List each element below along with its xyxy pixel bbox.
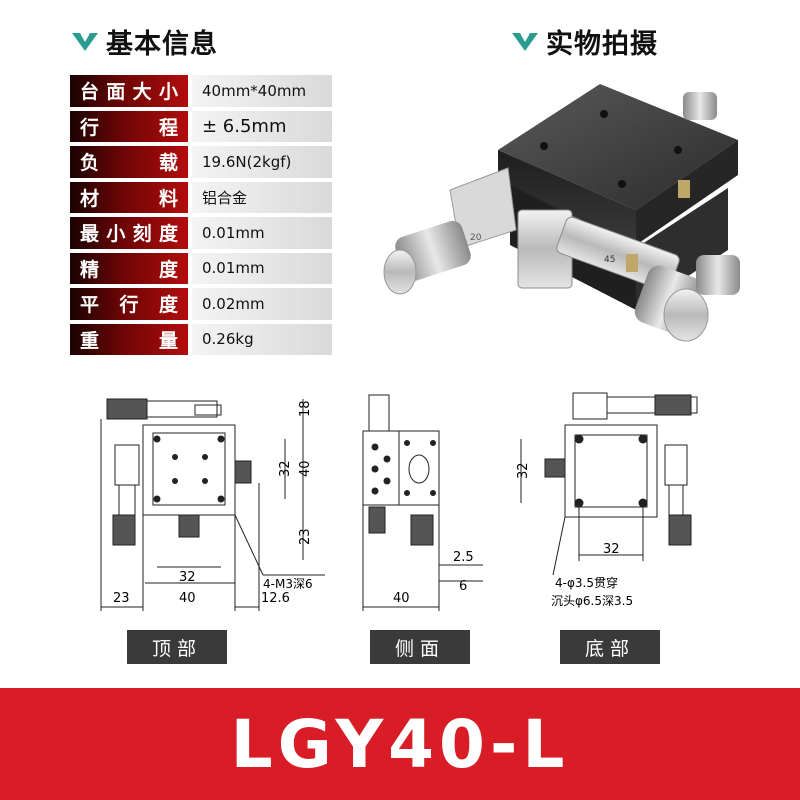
brand-logo-icon xyxy=(72,32,98,51)
dim-32-horizontal: 32 xyxy=(179,570,196,585)
product-photo: 20 45 xyxy=(383,84,740,342)
knob-rear-icon xyxy=(683,92,717,120)
dim-23-horizontal: 23 xyxy=(113,591,130,606)
spec-row: 负 载 19.6N(2kgf) xyxy=(70,146,332,178)
dim-40-vertical: 40 xyxy=(298,460,313,477)
spec-label: 精 度 xyxy=(80,258,178,281)
spec-row: 平行度 0.02mm xyxy=(70,288,332,320)
bottom-view-tag: 底部 xyxy=(560,630,660,664)
hole-note: 4-φ3.5贯穿 xyxy=(555,575,618,590)
spec-value: 0.01mm xyxy=(192,252,332,284)
photo-header: 实物拍摄 xyxy=(512,22,658,61)
spec-value: 40mm*40mm xyxy=(192,75,332,107)
spec-value: 0.01mm xyxy=(192,217,332,249)
dim-40: 40 xyxy=(393,591,410,606)
counterbore-note: 沉头φ6.5深3.5 xyxy=(551,594,633,608)
stage-top-plate xyxy=(498,84,738,210)
dim-12-6: 12.6 xyxy=(261,591,290,606)
model-banner: LGY40-L xyxy=(0,688,800,800)
spec-row: 精 度 0.01mm xyxy=(70,252,332,284)
top-view-drawing: 18 40 32 23 32 40 23 12.6 4-M3深6 xyxy=(100,398,325,611)
dim-32-horizontal: 32 xyxy=(603,542,620,557)
scale-mark-20: 20 xyxy=(470,233,482,243)
spec-row: 行 程 ± 6.5mm xyxy=(70,110,332,142)
spec-label: 材 料 xyxy=(80,187,178,210)
dim-2-5: 2.5 xyxy=(453,550,474,565)
spec-label: 台面大小 xyxy=(80,81,178,104)
dim-32-vertical: 32 xyxy=(516,462,531,479)
side-view-drawing: 2.5 6 40 xyxy=(362,394,483,611)
spec-label: 行 程 xyxy=(80,116,178,139)
side-view-tag: 侧面 xyxy=(370,630,470,664)
spec-value: 19.6N(2kgf) xyxy=(192,146,332,178)
spec-value: 铝合金 xyxy=(192,181,332,213)
spec-label: 最小刻度 xyxy=(80,223,178,246)
dim-23-vertical: 23 xyxy=(298,528,313,545)
basic-info-header: 基本信息 xyxy=(72,22,218,61)
spec-row: 材 料 铝合金 xyxy=(70,181,332,213)
spec-row: 台面大小 40mm*40mm xyxy=(70,75,332,107)
dim-32-vertical: 32 xyxy=(278,460,293,477)
knob-right-icon xyxy=(696,255,740,295)
spec-label: 平行度 xyxy=(80,294,178,317)
dim-6: 6 xyxy=(459,579,467,594)
hole-note: 4-M3深6 xyxy=(263,577,313,591)
spec-value: 0.26kg xyxy=(192,323,332,355)
dim-40-horizontal: 40 xyxy=(179,591,196,606)
scale-mark-45: 45 xyxy=(604,255,615,265)
spec-row: 最小刻度 0.01mm xyxy=(70,217,332,249)
model-name: LGY40-L xyxy=(230,705,570,783)
basic-info-title: 基本信息 xyxy=(106,29,218,60)
top-view-tag: 顶部 xyxy=(127,630,227,664)
spec-table: 台面大小 40mm*40mm 行 程 ± 6.5mm 负 载 19.6N(2kg… xyxy=(70,75,332,359)
photo-title: 实物拍摄 xyxy=(546,29,658,60)
brand-logo-icon xyxy=(512,32,538,51)
spec-value: ± 6.5mm xyxy=(192,110,332,142)
dim-18: 18 xyxy=(298,400,313,417)
spec-label: 重 量 xyxy=(80,329,178,352)
spec-label: 负 载 xyxy=(80,152,178,175)
spec-value: 0.02mm xyxy=(192,288,332,320)
bottom-view-drawing: 32 32 4-φ3.5贯穿 沉头φ6.5深3.5 xyxy=(516,392,698,608)
spec-row: 重 量 0.26kg xyxy=(70,323,332,355)
